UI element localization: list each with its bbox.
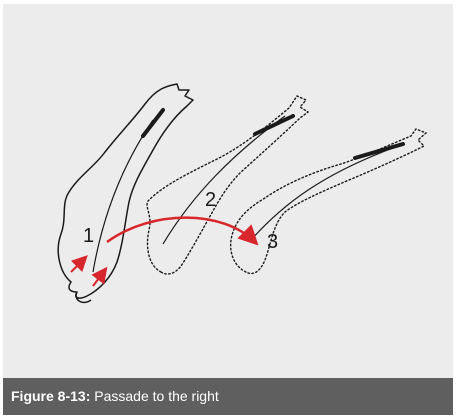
movement-arc-arrow — [107, 218, 255, 242]
center-lines — [93, 116, 393, 272]
neck-markings — [143, 110, 403, 158]
figure-illustration: 1 2 3 — [3, 4, 453, 378]
caption-label: Figure 8-13: — [11, 388, 94, 404]
horse-outline-position-3 — [231, 129, 426, 274]
caption-text: Passade to the right — [94, 388, 219, 404]
push-arrow-upper — [71, 258, 85, 272]
position-number-3: 3 — [267, 231, 278, 253]
figure-caption: Figure 8-13: Passade to the right — [3, 378, 453, 415]
horse-outline-position-1 — [58, 84, 193, 302]
position-number-1: 1 — [83, 225, 94, 247]
push-arrows — [71, 258, 105, 286]
position-number-2: 2 — [205, 189, 216, 211]
